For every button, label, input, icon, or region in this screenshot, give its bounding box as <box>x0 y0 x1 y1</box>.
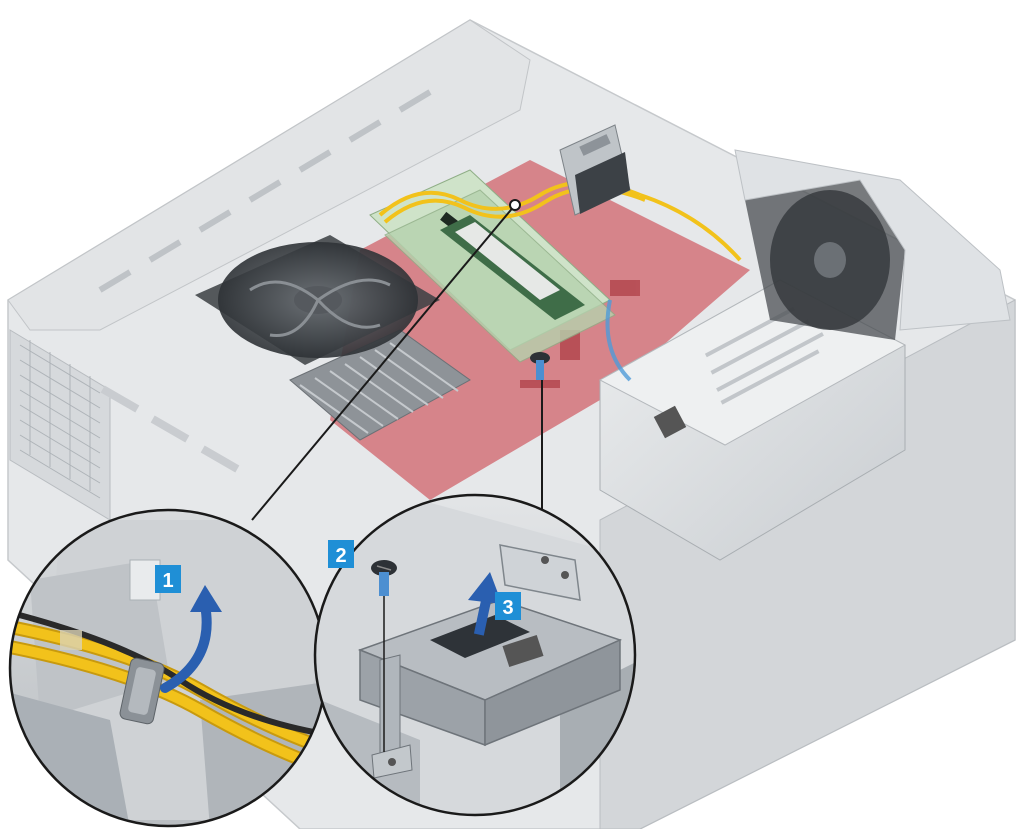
card-reader-qr-code <box>502 634 544 668</box>
leader-lines <box>251 199 543 530</box>
screw-icon <box>371 560 397 752</box>
m2-ssd <box>440 215 585 320</box>
chassis-back-wall <box>7 19 531 331</box>
step-2-badge: 2 <box>328 540 354 568</box>
step-3-label: 3 <box>502 597 513 619</box>
cable-clip <box>119 657 165 725</box>
step-2-label: 2 <box>335 545 346 567</box>
fan-shroud <box>734 149 1011 331</box>
curved-arrow-icon <box>160 585 222 693</box>
card-reader-installed <box>559 124 631 216</box>
leader-target-cable <box>509 199 521 211</box>
blue-cable <box>605 299 632 382</box>
leader-line-cable <box>251 204 516 521</box>
step-1-badge: 1 <box>155 565 181 593</box>
step-3-badge: 3 <box>495 592 521 620</box>
callout-cable-routing: 1 <box>8 508 328 828</box>
chassis-right-wall <box>599 299 1016 829</box>
system-fan <box>745 180 905 340</box>
card-reader-module <box>357 544 623 779</box>
chassis-vents <box>98 89 432 293</box>
step-1-label: 1 <box>162 570 173 592</box>
front-grille <box>9 329 111 521</box>
cpu-fan <box>195 235 440 365</box>
up-arrow-icon <box>468 572 502 636</box>
psu-qr-code <box>653 405 687 439</box>
screw-installed-icon <box>530 352 550 380</box>
